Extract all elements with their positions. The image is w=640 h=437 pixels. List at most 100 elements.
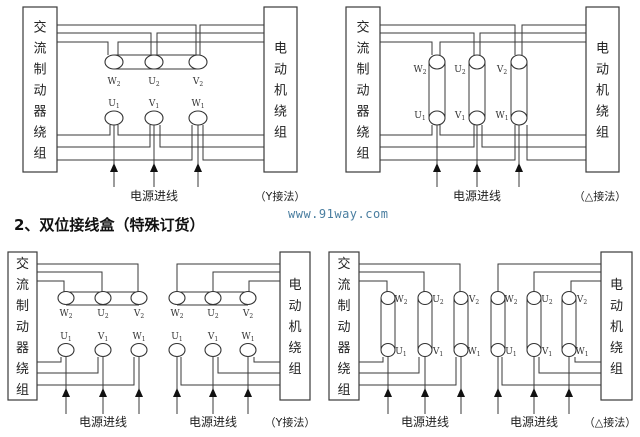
wire xyxy=(380,32,475,55)
arrow-icon xyxy=(150,163,158,172)
power-in-label: 电源进线 xyxy=(453,189,501,203)
terminal-label: U1 xyxy=(171,332,182,343)
wire xyxy=(526,125,586,161)
terminal-U1 xyxy=(380,342,396,358)
motor-winding-box-char: 绕 xyxy=(596,105,609,120)
terminal-label: W2 xyxy=(413,65,426,76)
brake-winding-box-char: 器 xyxy=(337,341,350,356)
wire xyxy=(521,24,586,55)
wire xyxy=(481,125,586,148)
terminal-label: U1 xyxy=(108,99,119,110)
arrow-icon xyxy=(433,163,441,172)
arrow-icon xyxy=(99,388,107,397)
brake-winding-box-char: 绕 xyxy=(33,126,46,141)
terminal-V2 xyxy=(510,54,528,70)
terminal-label: W1 xyxy=(467,347,480,358)
brake-winding-box-char: 流 xyxy=(33,42,46,57)
terminal-V1 xyxy=(204,342,222,358)
wire xyxy=(501,357,601,386)
wire xyxy=(199,24,264,55)
wire xyxy=(37,271,103,292)
terminal-W1 xyxy=(239,342,257,358)
brake-winding-box-char: 制 xyxy=(356,63,369,78)
arrow-icon xyxy=(244,388,252,397)
wire xyxy=(253,357,280,363)
brake-winding-box-char: 器 xyxy=(33,105,46,120)
motor-winding-box xyxy=(279,251,311,401)
arrow-icon xyxy=(421,388,429,397)
brake-winding-box-char: 绕 xyxy=(356,126,369,141)
terminal-V1 xyxy=(94,342,112,358)
terminal-V1 xyxy=(526,342,542,358)
wire xyxy=(217,357,280,374)
terminal-U2 xyxy=(204,290,222,306)
wire xyxy=(37,280,65,292)
terminal-V2 xyxy=(130,290,148,306)
terminal-V2 xyxy=(239,290,257,306)
terminal-label: W2 xyxy=(107,77,120,88)
wire xyxy=(57,125,151,148)
terminal-label: V2 xyxy=(192,77,204,88)
y-connection-label: （Y接法） xyxy=(265,415,316,429)
terminal-label: U1 xyxy=(60,332,71,343)
wire xyxy=(57,125,111,136)
terminal-U1 xyxy=(428,110,446,126)
terminal-label: W1 xyxy=(132,332,145,343)
wire xyxy=(380,125,516,161)
motor-winding-box xyxy=(600,251,633,401)
brake-winding-box-char: 交 xyxy=(337,256,350,272)
brake-winding-box-char: 组 xyxy=(356,147,369,162)
brake-winding-box-char: 交 xyxy=(16,256,29,272)
wire xyxy=(180,357,280,386)
terminal-W2 xyxy=(104,54,124,70)
brake-winding-box-char: 组 xyxy=(337,383,350,398)
terminal-W1 xyxy=(561,342,577,358)
wire xyxy=(359,357,384,363)
brake-winding-box-char: 流 xyxy=(16,278,29,293)
brake-winding-box xyxy=(22,6,58,173)
terminal-label: W2 xyxy=(59,309,72,320)
section-title: 2、双位接线盒（特殊订货） xyxy=(14,216,205,234)
wire xyxy=(359,280,388,292)
terminal-label: V1 xyxy=(148,99,159,110)
wire xyxy=(380,125,433,136)
terminal-label: W2 xyxy=(504,295,517,306)
diagram-dual-delta: 交流制动器绕组电动机绕组W2U1U2V1V2W1W2U1U2V1V2W1电源进线… xyxy=(328,251,636,429)
terminal-label: U2 xyxy=(148,77,160,88)
power-in-label: 电源进线 xyxy=(189,415,237,429)
terminal-label: U1 xyxy=(395,347,406,358)
motor-winding-box-char: 电 xyxy=(288,278,301,293)
terminal-W2 xyxy=(168,290,186,306)
power-in-label: 电源进线 xyxy=(130,189,178,203)
terminal-V2 xyxy=(561,290,577,306)
arrow-icon xyxy=(457,388,465,397)
terminal-label: W1 xyxy=(495,111,508,122)
terminal-W1 xyxy=(188,110,208,126)
terminal-label: V1 xyxy=(97,332,108,343)
motor-winding-box-char: 动 xyxy=(596,63,609,78)
wire xyxy=(359,357,420,374)
wire xyxy=(57,41,109,55)
wire xyxy=(359,271,425,292)
terminal-W2 xyxy=(428,54,446,70)
motor-winding-box-char: 电 xyxy=(610,278,623,293)
terminal-U1 xyxy=(168,342,186,358)
wire xyxy=(156,32,264,55)
brake-winding-box-char: 流 xyxy=(337,278,350,293)
motor-winding-box-char: 绕 xyxy=(274,105,287,120)
terminal-label: W2 xyxy=(170,309,183,320)
arrow-icon xyxy=(565,388,573,397)
brake-winding-box-char: 绕 xyxy=(16,362,29,377)
brake-winding-box-char: 动 xyxy=(33,84,46,99)
brake-winding-box-char: 流 xyxy=(356,42,369,57)
terminal-U2 xyxy=(94,290,112,306)
brake-winding-box-char: 制 xyxy=(16,299,29,314)
terminal-U1 xyxy=(104,110,124,126)
delta-connection-label: （△接法） xyxy=(584,415,636,429)
wire xyxy=(533,271,601,292)
wire xyxy=(57,32,152,55)
terminal-U2 xyxy=(526,290,542,306)
wire xyxy=(538,357,601,374)
